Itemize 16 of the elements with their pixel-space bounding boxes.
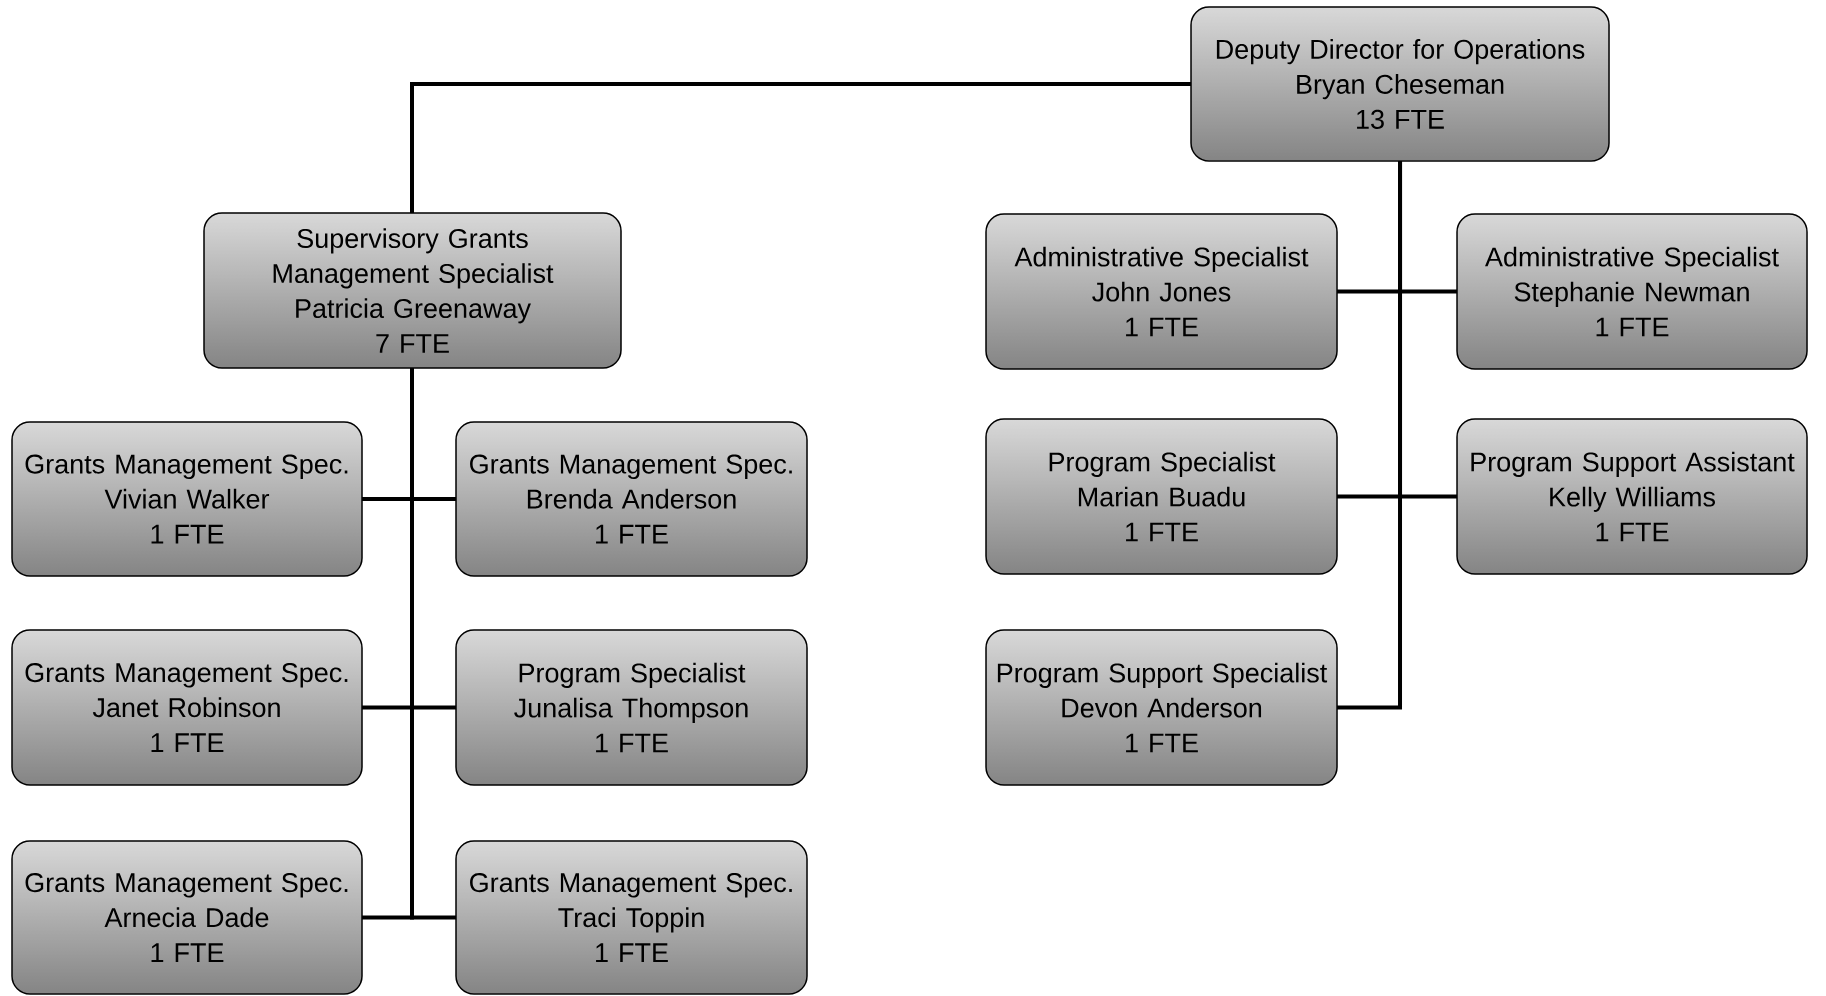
position-box: Grants Management Spec. Arnecia Dade 1 FTE [11,840,363,995]
position-box: Grants Management Spec. Vivian Walker 1 FTE [11,421,363,577]
connector-line [410,82,1191,213]
position-box: Administrative Specialist Stephanie Newman 1 FTE [1456,213,1808,370]
position-box: Grants Management Spec. Brenda Anderson 1 FTE [455,421,808,577]
position-box: Program Specialist Junalisa Thompson 1 FTE [455,629,808,786]
position-box: Program Specialist Marian Buadu 1 FTE [985,418,1338,575]
position-box: Grants Management Spec. Janet Robinson 1 FTE [11,629,363,786]
position-box: Administrative Specialist John Jones 1 FTE [985,213,1338,370]
connector-line [410,368,456,920]
connector-line [1337,161,1402,710]
position-box: Program Support Assistant Kelly Williams 1 FTE [1456,418,1808,575]
position-box: Program Support Specialist Devon Anderson 1 FTE [985,629,1338,786]
position-box: Grants Management Spec. Traci Toppin 1 FTE [455,840,808,995]
position-box: Deputy Director for Operations Bryan Cheseman 13 FTE [1190,6,1610,162]
position-box: Supervisory Grants Management Specialist Patricia Greenaway 7 FTE [203,212,622,369]
